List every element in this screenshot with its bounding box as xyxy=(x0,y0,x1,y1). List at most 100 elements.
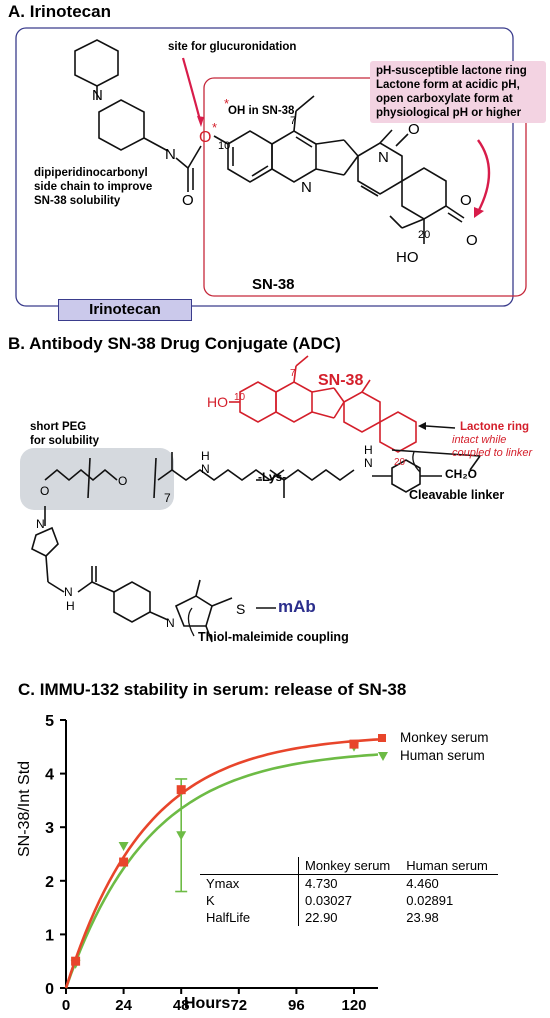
atom-star-1: * xyxy=(212,120,217,135)
atom-n3: N xyxy=(301,179,312,196)
fit-table-header-row: Monkey serum Human serum xyxy=(200,857,498,875)
thiol-coupling-label: Thiol-maleimide coupling xyxy=(198,630,349,644)
b-atom-n-1: N xyxy=(201,462,210,476)
atom-o-carbonyl: O xyxy=(182,192,194,209)
legend-item-human: Human serum xyxy=(378,747,489,765)
fit-table-header-1: Monkey serum xyxy=(298,857,401,875)
b-atom-n-5: N xyxy=(364,456,373,470)
x-tick-label: 0 xyxy=(62,997,70,1014)
atom-n4: N xyxy=(378,149,389,166)
peg-label-line-1: short PEG xyxy=(30,421,87,433)
fit-table-header-0 xyxy=(200,857,299,875)
y-tick-label: 3 xyxy=(45,820,54,837)
lactone-note-line-1: intact while xyxy=(452,434,507,446)
panel-b-diagram: HO 10 7 20 7 O O N H N N H N N H xyxy=(20,355,481,643)
sn38-frame-label: SN-38 xyxy=(252,276,295,293)
lactone-info-box: pH-susceptible lactone ring Lactone form… xyxy=(370,61,546,123)
panel-c-title: C. IMMU-132 stability in serum: release … xyxy=(18,680,407,699)
human-data-point xyxy=(118,841,129,851)
b-atom-peg-repeat: 7 xyxy=(164,491,171,505)
b-atom-h-3: H xyxy=(364,443,373,457)
b-sn38-label: SN-38 xyxy=(318,372,364,389)
atom-c20: 20 xyxy=(418,229,430,241)
b-atom-c10: 10 xyxy=(234,392,246,403)
atom-o-ring: O xyxy=(460,192,472,209)
x-axis-label: Hours xyxy=(184,995,231,1012)
b-atom-ho: HO xyxy=(207,394,228,410)
monkey-data-point xyxy=(176,785,186,795)
atom-o-lactone: O xyxy=(466,232,478,249)
b-atom-h-1: H xyxy=(201,449,210,463)
lactone-note-line-2: coupled to linker xyxy=(452,447,533,459)
human-data-point xyxy=(176,831,187,841)
s-atom-label: S xyxy=(236,601,246,617)
panel-a-diagram: N N O O * * 10 7 N N O O O 20 HO xyxy=(15,27,527,307)
peg-label-line-2: for solubility xyxy=(30,435,99,447)
atom-n2: N xyxy=(165,146,176,163)
b-atom-o-2: O xyxy=(118,474,127,488)
lactone-note: intact while coupled to linker xyxy=(452,434,532,460)
fit-table-cell: 23.98 xyxy=(406,910,439,925)
human-fit-curve xyxy=(64,753,379,989)
atom-ho: HO xyxy=(396,249,419,266)
y-tick-label: 4 xyxy=(45,767,54,784)
panel-a-title: A. Irinotecan xyxy=(8,2,111,21)
side-chain-line-2: side chain to improve xyxy=(34,181,153,193)
fit-table-header-2: Human serum xyxy=(400,857,498,875)
monkey-data-point xyxy=(119,857,129,867)
peg-label: short PEG for solubility xyxy=(30,420,99,448)
fit-table-cell: 4.460 xyxy=(406,876,439,891)
fit-table-cell: 0.03027 xyxy=(305,893,352,908)
fit-table-cell: 0.02891 xyxy=(406,893,454,908)
irinotecan-frame xyxy=(15,27,514,307)
glucuronidation-label: site for glucuronidation xyxy=(168,41,297,53)
y-axis-label: SN-38/Int Std xyxy=(16,760,33,857)
monkey-data-point xyxy=(71,956,81,966)
monkey-data-point xyxy=(349,739,359,749)
fit-params-table: Monkey serum Human serum Ymax 4.730 4.46… xyxy=(200,857,498,926)
atom-c10: 10 xyxy=(218,140,230,152)
b-atom-o-1: O xyxy=(40,484,49,498)
atom-o-ester: O xyxy=(199,129,211,146)
lys-label: -Lys- xyxy=(258,470,287,484)
y-tick-label: 1 xyxy=(45,927,54,944)
fit-table-cell: Ymax xyxy=(200,874,299,892)
lactone-ring-label: Lactone ring xyxy=(460,421,530,433)
lactone-info-line-1: pH-susceptible lactone ring xyxy=(376,65,527,77)
x-tick-label: 48 xyxy=(173,997,190,1014)
legend-item-monkey: Monkey serum xyxy=(378,729,489,747)
side-chain-line-3: SN-38 solubility xyxy=(34,195,121,207)
side-chain-label: dipiperidinocarbonyl side chain to impro… xyxy=(34,166,152,208)
x-tick-label: 72 xyxy=(230,997,247,1014)
legend-square-icon xyxy=(378,734,386,743)
fit-table-row: Ymax 4.730 4.460 xyxy=(200,874,498,892)
sn38-frame xyxy=(203,77,527,297)
fit-table-cell: HalfLife xyxy=(200,909,299,926)
legend-label-monkey: Monkey serum xyxy=(400,730,489,745)
atom-star-2: * xyxy=(224,96,229,111)
fit-table-cell: 4.730 xyxy=(305,876,338,891)
legend-triangle-icon xyxy=(378,751,388,761)
oh-sn38-label: OH in SN-38 xyxy=(228,105,295,117)
panel-b-title: B. Antibody SN-38 Drug Conjugate (ADC) xyxy=(8,334,341,353)
fit-table-cell: 22.90 xyxy=(305,910,338,925)
peg-box xyxy=(20,448,174,510)
atom-c7: 7 xyxy=(290,115,296,127)
y-tick-label: 5 xyxy=(45,713,54,730)
ch2o-label: CH₂O xyxy=(445,467,477,481)
b-atom-n-4: N xyxy=(166,616,175,630)
fit-table-row: HalfLife 22.90 23.98 xyxy=(200,909,498,926)
x-tick-label: 120 xyxy=(341,997,366,1014)
irinotecan-tab: Irinotecan xyxy=(58,299,192,321)
mab-label: mAb xyxy=(278,597,316,616)
lactone-info-line-2: Lactone form at acidic pH, xyxy=(376,79,520,91)
b-atom-c20: 20 xyxy=(394,457,406,468)
y-tick-label: 0 xyxy=(45,981,54,998)
x-tick-label: 24 xyxy=(115,997,132,1014)
b-atom-n-2: N xyxy=(36,517,45,531)
fit-table-row: K 0.03027 0.02891 xyxy=(200,892,498,909)
legend-label-human: Human serum xyxy=(400,748,485,763)
b-atom-h-2: H xyxy=(66,599,75,613)
cleavable-linker-label: Cleavable linker xyxy=(409,488,505,502)
